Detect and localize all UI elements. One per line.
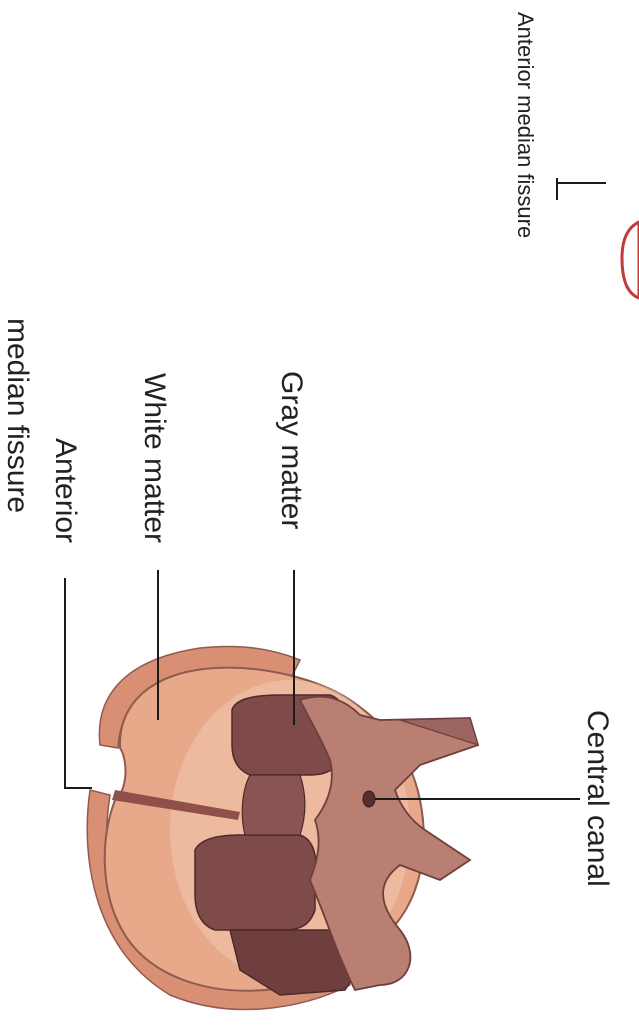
label-anterior: Anterior [49, 438, 82, 543]
label-anterior-median-fissure-top: Anterior median fissure [513, 12, 538, 238]
label-central-canal: Central canal [581, 710, 614, 887]
leader-anterior-median-fissure [65, 578, 92, 788]
gray-matter-column-lower [195, 835, 316, 930]
label-gray-matter: Gray matter [275, 371, 308, 529]
label-median-fissure: median fissure [1, 318, 34, 513]
central-canal [363, 791, 375, 807]
gray-matter-column-mid [242, 775, 305, 835]
partial-red-shape [622, 222, 639, 298]
leader-anterior-median-fissure-top [557, 178, 606, 200]
label-white-matter: White matter [138, 373, 171, 543]
spinal-cord-illustration [87, 647, 478, 1010]
